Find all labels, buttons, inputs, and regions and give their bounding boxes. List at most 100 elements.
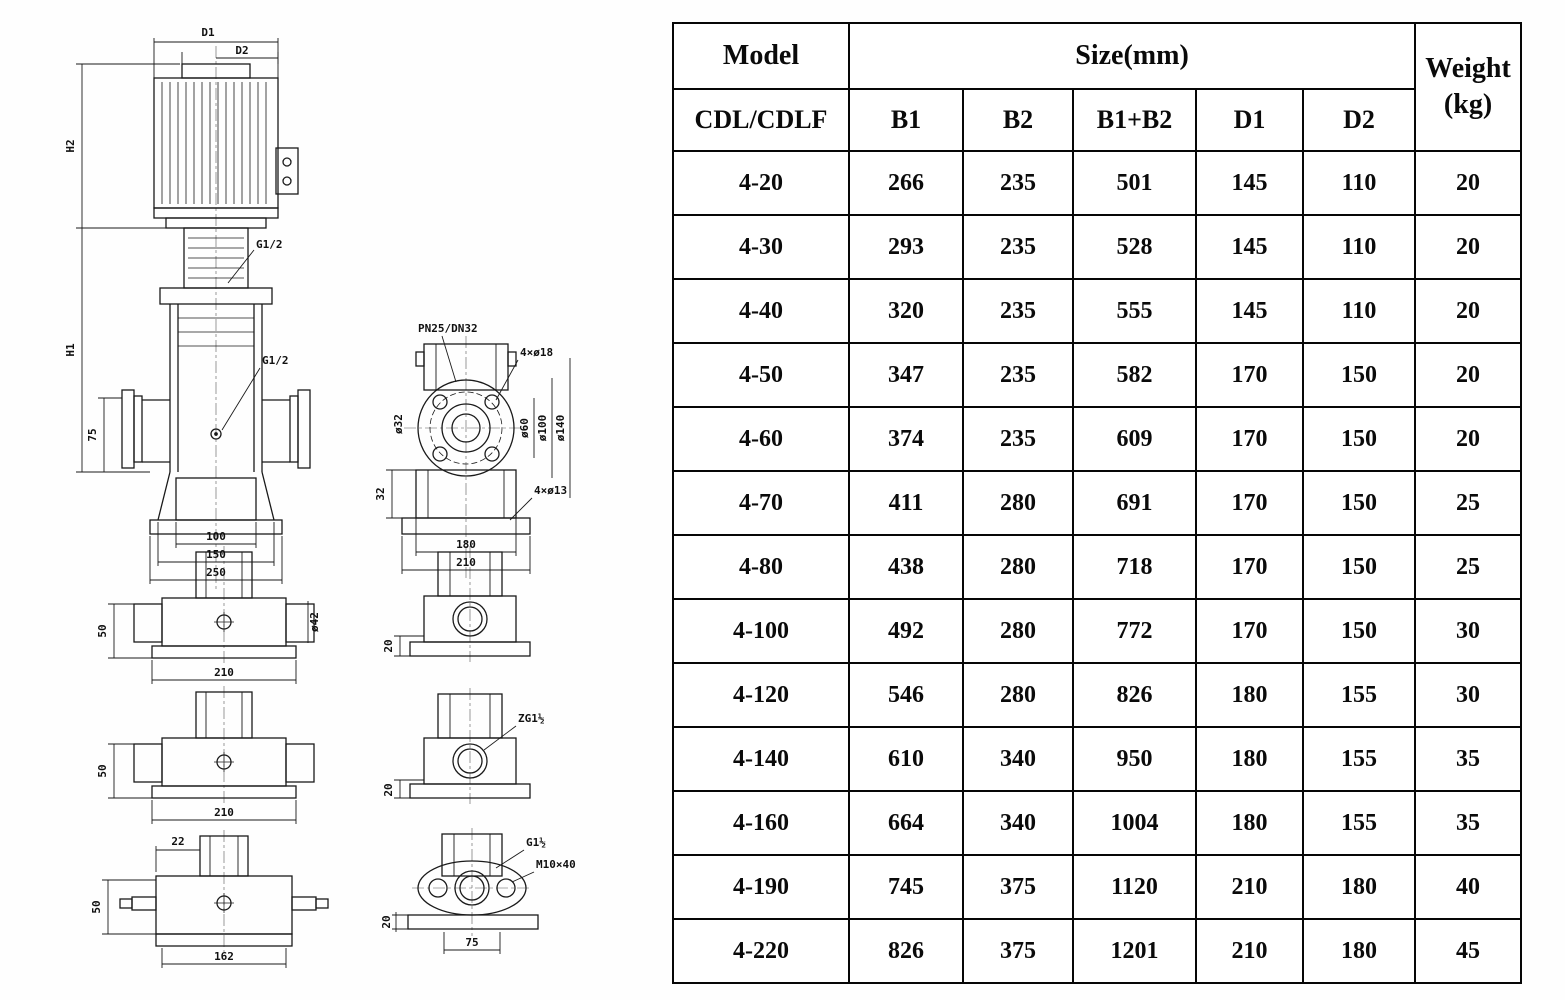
dim-150-label: 150 (206, 548, 226, 561)
bolt-holes-18-label: 4×ø18 (520, 346, 553, 359)
value-cell: 110 (1301, 214, 1417, 280)
value-cell: 280 (962, 470, 1074, 536)
value-cell: 30 (1414, 598, 1523, 664)
header-model: Model (672, 22, 850, 90)
drawing-labels: D1 D2 H2 H1 G1/2 G1/2 75 100 150 250 PN2… (64, 26, 576, 963)
base-view-2-dims (108, 743, 297, 824)
centerlines (215, 46, 532, 952)
value-cell: 501 (1072, 150, 1197, 216)
value-cell: 280 (962, 534, 1074, 600)
subheader-d2: D2 (1301, 88, 1417, 152)
m10-bolt-label: M10×40 (536, 858, 576, 871)
model-cell: 4-160 (672, 790, 850, 856)
value-cell: 180 (1195, 790, 1304, 856)
model-cell: 4-120 (672, 662, 850, 728)
subheader-cdl-cdlf: CDL/CDLF (672, 88, 850, 152)
value-cell: 555 (1072, 278, 1197, 344)
value-cell: 170 (1195, 534, 1304, 600)
value-cell: 582 (1072, 342, 1197, 408)
sv1-dim-20-label: 20 (382, 639, 395, 652)
model-cell: 4-60 (672, 406, 850, 472)
value-cell: 1004 (1072, 790, 1197, 856)
sv3-dim-20-label: 20 (380, 915, 393, 928)
model-cell: 4-30 (672, 214, 850, 280)
value-cell: 280 (962, 662, 1074, 728)
pump-technical-drawing: D1 D2 H2 H1 G1/2 G1/2 75 100 150 250 PN2… (64, 26, 576, 968)
value-cell: 150 (1301, 598, 1417, 664)
value-cell: 438 (848, 534, 964, 600)
header-weight-line2: (kg) (1443, 89, 1493, 120)
sv2-dim-20-label: 20 (382, 783, 395, 796)
value-cell: 340 (962, 790, 1074, 856)
bv3-dim-50-label: 50 (90, 900, 103, 913)
value-cell: 293 (848, 214, 964, 280)
model-cell: 4-50 (672, 342, 850, 408)
dim-32-label: 32 (374, 487, 387, 500)
value-cell: 20 (1414, 214, 1523, 280)
header-size: Size(mm) (847, 22, 1417, 90)
bv2-dim-210-label: 210 (214, 806, 234, 819)
value-cell: 150 (1301, 534, 1417, 600)
value-cell: 375 (962, 918, 1074, 984)
value-cell: 25 (1414, 534, 1523, 600)
flange-spec-label: PN25/DN32 (418, 322, 478, 335)
subheader-b1-plus-b2: B1+B2 (1072, 88, 1197, 152)
value-cell: 210 (1195, 854, 1304, 920)
value-cell: 826 (1072, 662, 1197, 728)
dim-250-label: 250 (206, 566, 226, 579)
side-view-2 (409, 693, 531, 799)
value-cell: 150 (1301, 342, 1417, 408)
subheader-b1: B1 (848, 88, 964, 152)
value-cell: 35 (1414, 790, 1523, 856)
value-cell: 235 (962, 406, 1074, 472)
value-cell: 235 (962, 342, 1074, 408)
dia-42-label: ø42 (308, 612, 321, 632)
value-cell: 340 (962, 726, 1074, 792)
bv3-dim-22-label: 22 (171, 835, 184, 848)
subheader-d1: D1 (1195, 88, 1304, 152)
value-cell: 266 (848, 150, 964, 216)
value-cell: 664 (848, 790, 964, 856)
header-weight: Weight (kg) (1414, 22, 1523, 152)
value-cell: 45 (1414, 918, 1523, 984)
value-cell: 528 (1072, 214, 1197, 280)
pump-front-dimension-lines (76, 38, 283, 584)
value-cell: 155 (1301, 790, 1417, 856)
dim-d1-label: D1 (201, 26, 215, 39)
value-cell: 411 (848, 470, 964, 536)
side-view-2-dims (394, 725, 517, 799)
value-cell: 280 (962, 598, 1074, 664)
side-view-3-dims (392, 849, 535, 954)
dim-100-label: 100 (206, 530, 226, 543)
base-view-3-dims (102, 846, 287, 968)
base-holes-13-label: 4×ø13 (534, 484, 567, 497)
pump-front-view (121, 63, 311, 535)
base-view-1 (133, 551, 315, 659)
value-cell: 170 (1195, 470, 1304, 536)
model-cell: 4-80 (672, 534, 850, 600)
port-g12-top-label: G1/2 (256, 238, 283, 251)
model-cell: 4-220 (672, 918, 850, 984)
value-cell: 320 (848, 278, 964, 344)
subheader-row: CDL/CDLF B1 B2 B1+B2 D1 D2 (672, 88, 1521, 152)
value-cell: 20 (1414, 342, 1523, 408)
value-cell: 40 (1414, 854, 1523, 920)
value-cell: 235 (962, 214, 1074, 280)
value-cell: 170 (1195, 342, 1304, 408)
value-cell: 20 (1414, 150, 1523, 216)
bv2-dim-50-label: 50 (96, 764, 109, 777)
zg-thread-label: ZG1½ (518, 712, 545, 725)
dim-210-top-label: 210 (456, 556, 476, 569)
side-view-1 (409, 551, 531, 657)
value-cell: 610 (848, 726, 964, 792)
model-cell: 4-140 (672, 726, 850, 792)
